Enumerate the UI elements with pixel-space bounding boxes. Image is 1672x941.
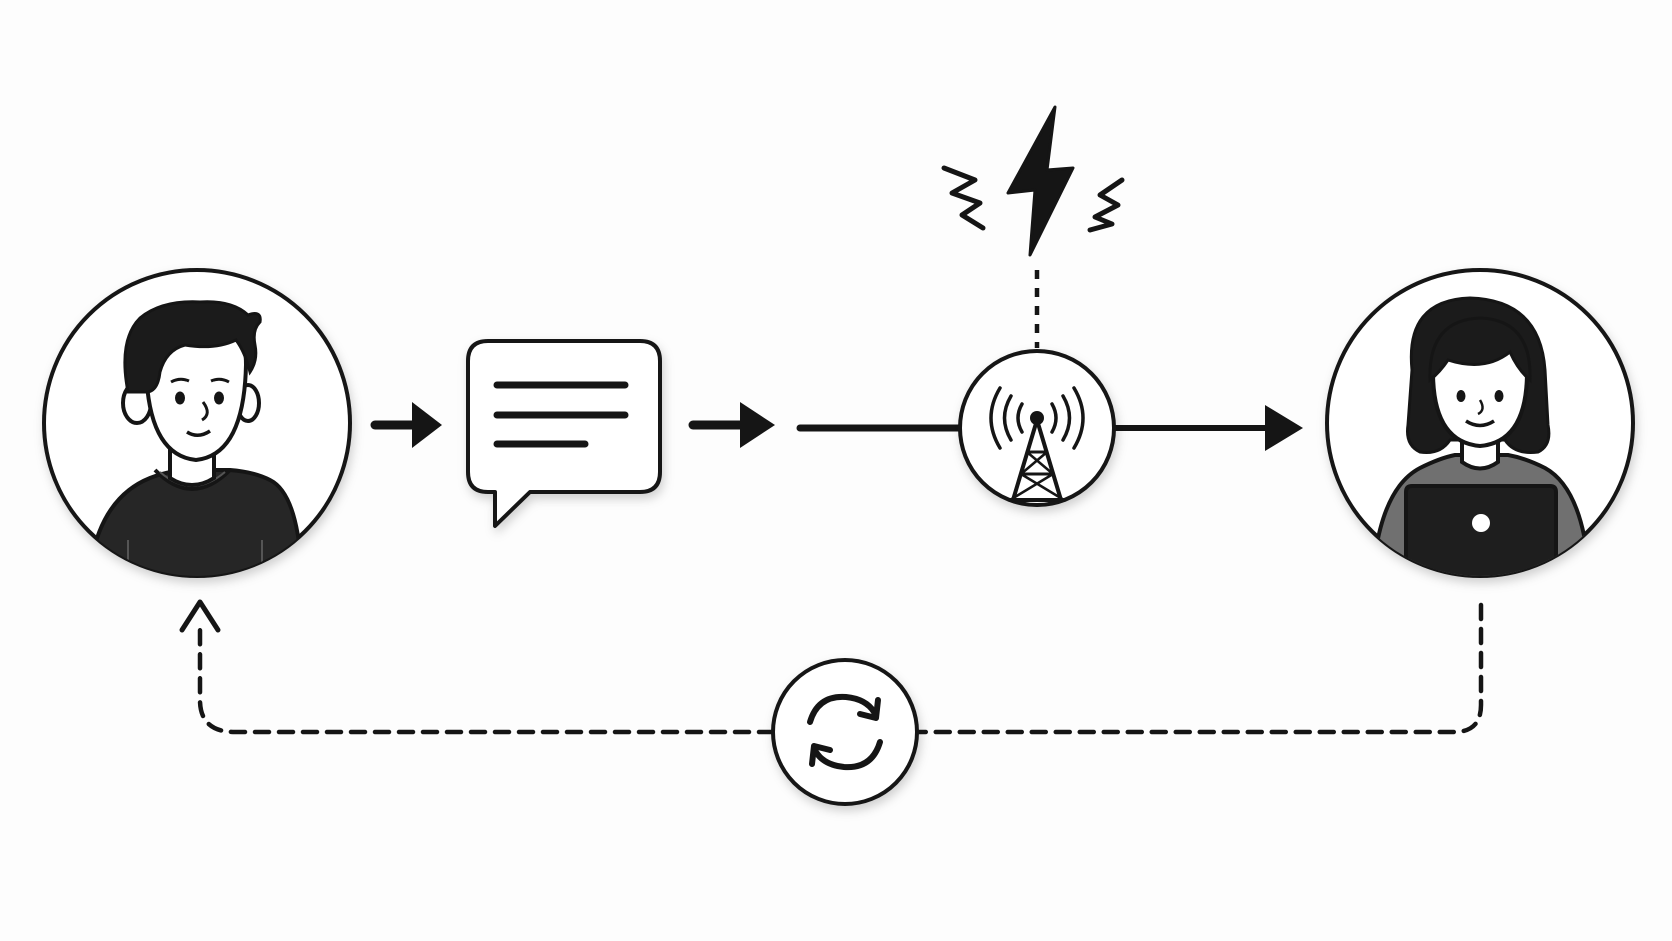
chat-bubble-icon — [466, 339, 662, 528]
noise-zigzag-right-icon — [1087, 177, 1125, 233]
channel-node — [958, 349, 1116, 507]
interference-node — [941, 105, 1125, 348]
lightning-bolt-icon — [1006, 105, 1075, 257]
feedback-path-right — [915, 602, 1484, 735]
man-avatar-icon — [85, 300, 305, 576]
channel-line — [796, 405, 1303, 451]
message-text-lines — [493, 381, 629, 448]
arrow-message-to-channel — [688, 402, 775, 448]
feedback-path-left — [197, 625, 776, 735]
feedback-circle — [771, 658, 919, 806]
feedback-loop — [197, 602, 1484, 735]
noise-zigzag-left-icon — [941, 165, 986, 231]
feedback-node — [771, 658, 919, 806]
radio-tower-icon — [989, 386, 1085, 502]
receiver-node — [1325, 268, 1635, 578]
channel-circle — [958, 349, 1116, 507]
sender-node — [42, 268, 352, 578]
feedback-arrowhead-icon — [179, 599, 221, 633]
woman-laptop-avatar-icon — [1369, 296, 1593, 576]
arrow-sender-to-message — [370, 402, 442, 448]
refresh-cycle-icon — [807, 693, 883, 771]
